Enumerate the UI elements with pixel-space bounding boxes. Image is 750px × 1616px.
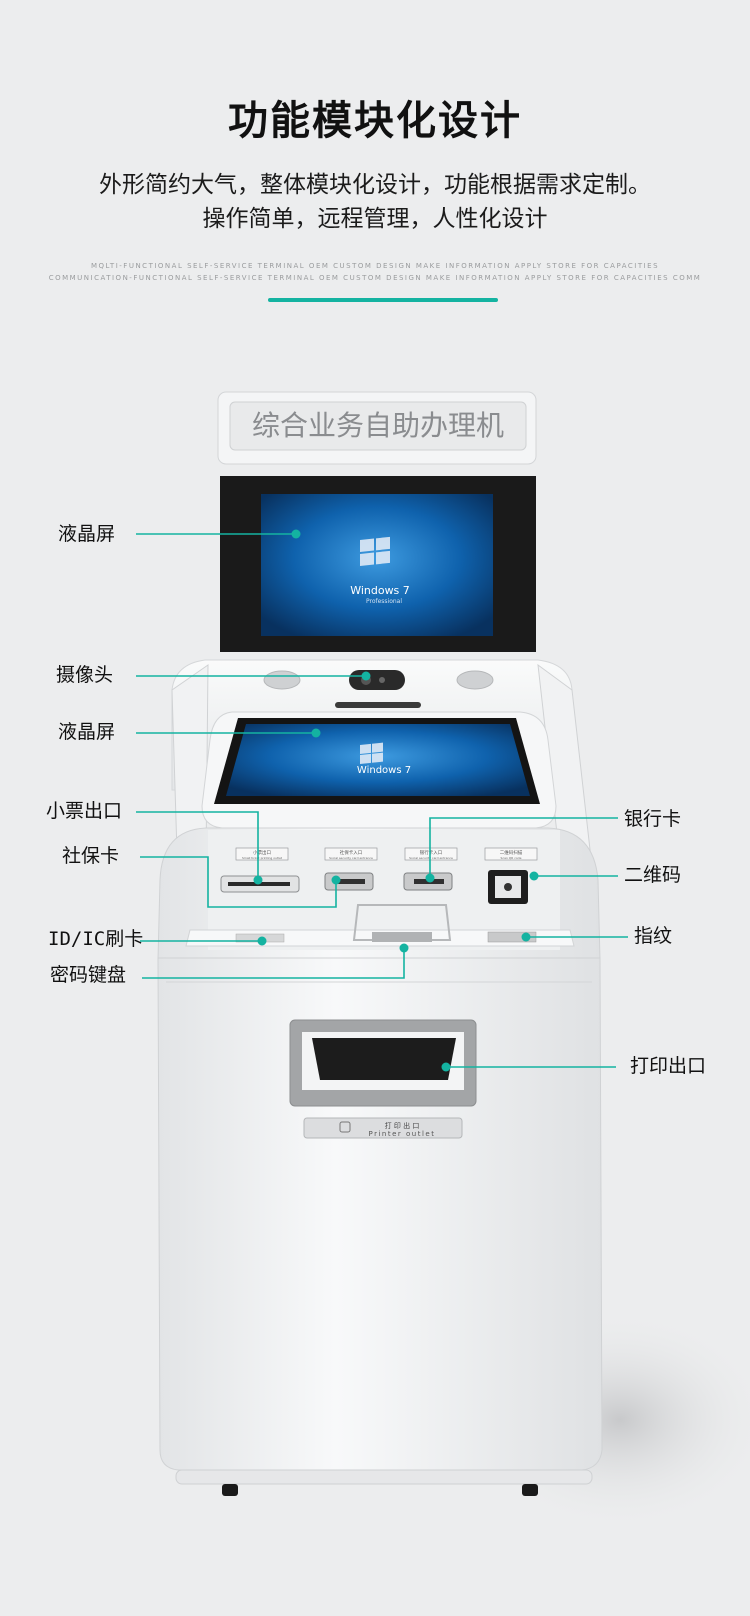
callout-leaders <box>136 533 628 1068</box>
pin-pad-shield <box>352 904 452 941</box>
slot-sublabel-qr: Scan QR code <box>501 856 522 860</box>
windows-logo-icon-lower <box>360 742 383 764</box>
callout-camera: 摄像头 <box>56 664 114 686</box>
upper-os-name: Windows 7 <box>350 584 410 597</box>
slot-label-receipt: 小票出口 <box>253 849 271 856</box>
slot-label-bank: 银行卡入口 <box>420 849 443 856</box>
dot-lcd-top <box>291 529 301 539</box>
right-wheel <box>522 1484 538 1496</box>
slot-sublabel-receipt: Small ticket printing outlet <box>242 856 283 860</box>
dot-fingerprint <box>521 932 531 942</box>
page-title: 功能模块化设计 <box>228 98 522 144</box>
upper-os-edition: Professional <box>366 598 402 605</box>
printer-outlet-opening <box>312 1038 456 1080</box>
camera-module <box>349 670 405 690</box>
slot-label-social: 社保卡入口 <box>340 849 363 856</box>
leader-receipt <box>136 811 259 880</box>
dot-social-card <box>331 875 341 885</box>
callout-social-card: 社保卡 <box>62 845 120 867</box>
printer-label-cn: 打 印 出 口 <box>385 1121 420 1130</box>
printer-icon <box>339 1121 351 1133</box>
callout-dots <box>253 529 539 1072</box>
subtitle-line-2: 操作简单，远程管理，人性化设计 <box>202 206 548 232</box>
dot-receipt <box>253 875 263 885</box>
callout-print-outlet: 打印出口 <box>630 1055 707 1077</box>
leader-social-card <box>140 856 337 908</box>
sign-panel <box>229 401 527 451</box>
dot-qr <box>529 871 539 881</box>
slot-sublabel-social: Social security card entrance <box>329 856 373 860</box>
right-speaker <box>456 670 494 690</box>
dot-id-ic <box>257 936 267 946</box>
printer-label-plate <box>303 1117 463 1139</box>
callout-lcd-top: 液晶屏 <box>58 523 116 545</box>
dot-lcd-bottom <box>311 728 321 738</box>
windows-logo-icon <box>360 536 390 566</box>
subtitle-line-1: 外形简约大气，整体模块化设计，功能根据需求定制。 <box>99 172 651 198</box>
callout-receipt-outlet: 小票出口 <box>46 800 123 822</box>
leader-pin-pad <box>142 948 405 979</box>
callout-qr-code: 二维码 <box>624 864 682 886</box>
slot-sublabel-bank: Social security card entrance <box>409 856 453 860</box>
leader-bank-card <box>429 817 618 878</box>
lower-os-name: Windows 7 <box>357 765 411 776</box>
printer-label-en: Printer outlet <box>369 1130 436 1138</box>
social-card-slot-opening <box>335 879 365 884</box>
callout-id-ic-card: ID/IC刷卡 <box>48 928 144 950</box>
left-wheel <box>222 1484 238 1496</box>
dot-pin-pad <box>399 943 409 953</box>
dot-camera <box>361 671 371 681</box>
left-speaker <box>263 670 301 690</box>
slot-label-plates <box>235 847 538 861</box>
camera-sensor <box>379 677 385 683</box>
pin-pad <box>372 932 432 942</box>
camera-bar <box>335 702 421 708</box>
callout-lcd-bottom: 液晶屏 <box>58 721 116 743</box>
divider-bar <box>268 298 498 302</box>
sign-text: 综合业务自助办理机 <box>252 409 504 442</box>
tiny-caption-2: COMMUNICATION-FUNCTIONAL SELF-SERVICE TE… <box>48 274 702 282</box>
callout-fingerprint: 指纹 <box>634 925 673 947</box>
qr-scanner-lens <box>504 883 512 891</box>
dot-bank-card <box>425 873 435 883</box>
dot-print-outlet <box>441 1062 451 1072</box>
callout-pin-pad: 密码键盘 <box>50 964 127 986</box>
cabinet-base <box>175 1469 593 1485</box>
callout-bank-card: 银行卡 <box>624 808 682 830</box>
tiny-caption-1: MQLTI-FUNCTIONAL SELF-SERVICE TERMINAL O… <box>90 262 660 270</box>
slot-label-qr: 二维码扫描 <box>500 849 523 856</box>
upper-monitor-screen <box>261 494 493 636</box>
